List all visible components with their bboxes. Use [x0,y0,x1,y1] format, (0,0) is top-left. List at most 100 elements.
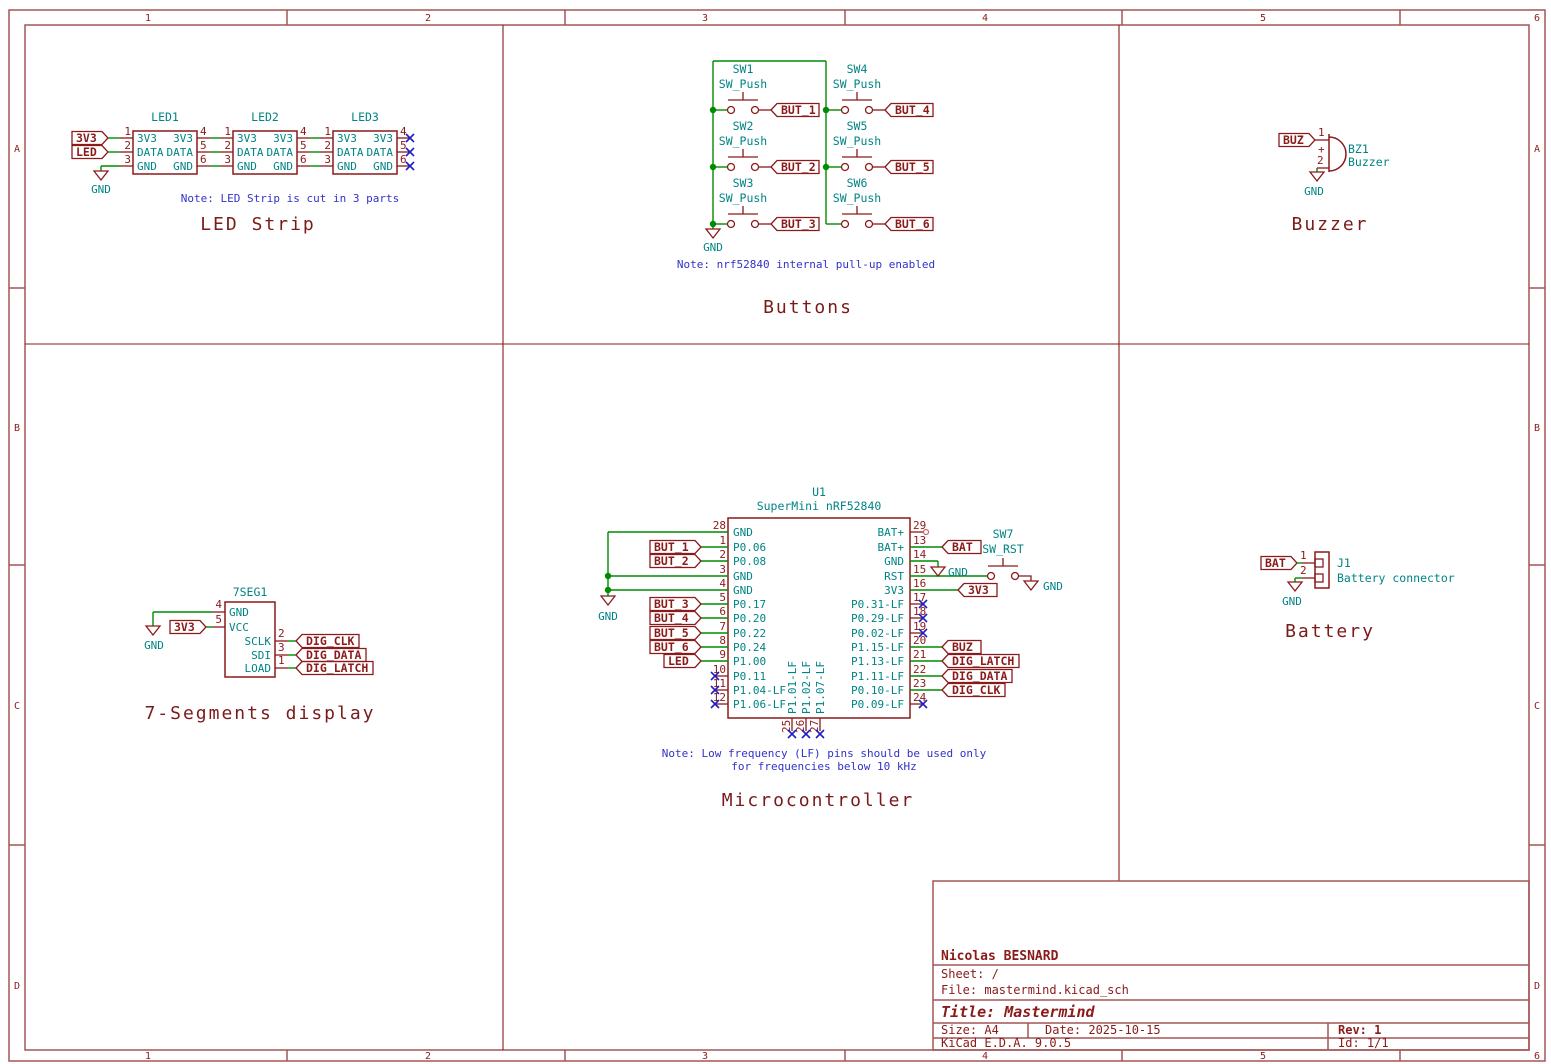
pin-name: P0.17 [733,598,766,611]
component-sw1[interactable]: SW1 SW_Push [719,62,771,115]
buzzer-title[interactable]: Buzzer [1291,214,1368,235]
mcu-note-line2[interactable]: for frequencies below 10 kHz [731,760,916,773]
global-label-text: BUT_6 [895,217,930,232]
button-rails[interactable] [712,60,841,229]
junction-dot [604,572,612,580]
titleblock-date: Date: 2025-10-15 [1045,1023,1161,1037]
global-label-but6[interactable]: BUT_6 [649,639,702,655]
component-j1[interactable]: 1 2 J1 Battery connector [1300,549,1455,589]
buttons-title[interactable]: Buttons [763,297,853,318]
pin-number: 14 [913,548,927,561]
pin-number: 15 [913,563,926,576]
global-label-text: 3V3 [76,131,97,145]
global-label-dig-data[interactable]: DIG_DATA [941,668,1013,684]
pin-number: 2 [224,139,231,152]
component-led2[interactable]: LED2 1 2 3 4 5 6 3V3 DATA GND 3V3 DATA G… [220,110,310,175]
led-wires[interactable] [100,137,320,171]
component-bz1[interactable]: 1 + 2 BZ1 Buzzer [1315,126,1390,172]
component-sw6[interactable]: SW6 SW_Push [833,176,885,229]
mcu-title[interactable]: Microcontroller [722,790,915,811]
battery-wires[interactable] [1294,562,1302,582]
gnd-symbol[interactable] [705,228,721,239]
global-label-text: DIG_LATCH [306,661,368,676]
7seg-title[interactable]: 7-Segments display [144,703,375,724]
component-sw4[interactable]: SW4 SW_Push [833,62,885,115]
global-label-buz[interactable]: BUZ [941,639,982,655]
titleblock-rev: Rev: 1 [1338,1023,1381,1037]
mcu-note-line1[interactable]: Note: Low frequency (LF) pins should be … [662,747,987,760]
pin-name: 3V3 [337,132,357,145]
frame-row-label: B [1534,423,1540,434]
global-label-but5[interactable]: BUT_5 [649,625,702,641]
pin-number: 24 [913,691,927,704]
global-label-bat[interactable]: BAT [1260,555,1298,571]
component-sw2[interactable]: SW2 SW_Push [719,119,771,172]
frame-col-label: 4 [982,1051,988,1062]
pin-number: 9 [719,648,726,661]
global-label-led[interactable]: LED [663,653,702,669]
global-label-bat[interactable]: BAT [941,539,982,555]
global-label-dig-latch[interactable]: DIG_LATCH [295,660,374,676]
pin-number: 18 [913,605,926,618]
pin-name: P1.04-LF [733,684,786,697]
global-label-dig-data[interactable]: DIG_DATA [295,647,367,663]
pin-number: 3 [278,641,285,654]
global-label-but2[interactable]: BUT_2 [770,159,820,175]
frame-row-label: C [1534,701,1540,712]
global-label-but6[interactable]: BUT_6 [884,216,934,232]
global-label-but2[interactable]: BUT_2 [649,553,702,569]
section-dividers[interactable] [25,25,1529,1050]
global-label-3v3[interactable]: 3V3 [169,619,207,635]
led-strip-title[interactable]: LED Strip [200,214,316,235]
global-label-buz[interactable]: BUZ [1278,132,1316,148]
gnd-symbol[interactable] [1309,171,1325,182]
frame-col-label: 2 [425,1051,431,1062]
global-label-but4[interactable]: BUT_4 [884,102,934,118]
global-label-but3[interactable]: BUT_3 [770,216,820,232]
global-label-but1[interactable]: BUT_1 [770,102,820,118]
global-label-but4[interactable]: BUT_4 [649,610,702,626]
component-sw5[interactable]: SW5 SW_Push [833,119,885,172]
pin-name: P1.01-LF [786,661,799,714]
component-7seg1[interactable]: 7SEG1 4 5 GND VCC 2 3 1 SCLK SDI LOAD [212,585,288,678]
7seg-wires[interactable] [152,611,296,669]
global-label-but3[interactable]: BUT_3 [649,596,702,612]
global-label-3v3[interactable]: 3V3 [957,582,998,598]
pin-number: 25 [780,720,793,733]
global-label-dig-latch[interactable]: DIG_LATCH [941,653,1020,669]
global-label-dig-clk[interactable]: DIG_CLK [941,682,1006,698]
mcu-left-wires[interactable] [607,531,728,662]
gnd-symbol[interactable] [1023,580,1039,591]
component-led3[interactable]: LED3 1 2 3 4 5 6 3V3 DATA GND 3V3 DATA G… [320,110,410,175]
value: SW_Push [719,191,767,205]
global-label-dig-clk[interactable]: DIG_CLK [295,633,360,649]
reference: U1 [812,485,826,499]
value: Battery connector [1337,571,1455,585]
pin-number: 1 [719,534,726,547]
frame-col-label: 6 [1534,13,1540,24]
pin-number: 12 [713,691,726,704]
led-strip-note[interactable]: Note: LED Strip is cut in 3 parts [181,192,400,205]
mcu-right-wires[interactable] [910,546,987,691]
global-label-but1[interactable]: BUT_1 [649,539,702,555]
global-label-led[interactable]: LED [71,144,109,160]
global-label-text: LED [76,145,97,159]
component-sw3[interactable]: SW3 SW_Push [719,176,771,229]
global-label-3v3[interactable]: 3V3 [71,130,109,146]
buttons-note[interactable]: Note: nrf52840 internal pull-up enabled [677,258,935,271]
component-sw7[interactable]: SW7 SW_RST [982,527,1032,581]
global-label-but5[interactable]: BUT_5 [884,159,934,175]
junction-dot [604,586,612,594]
gnd-symbol[interactable] [1287,581,1303,592]
frame-col-label: 6 [1534,1051,1540,1062]
gnd-symbol[interactable] [145,625,161,636]
gnd-symbol[interactable] [930,566,946,577]
gnd-symbol[interactable] [93,170,109,181]
pin-number: 5 [200,139,207,152]
gnd-symbol[interactable] [600,595,616,606]
component-led1[interactable]: LED1 1 2 3 4 5 6 3V3 DATA GND 3V3 DATA G… [120,110,210,175]
battery-title[interactable]: Battery [1285,621,1375,642]
component-u1[interactable]: U1 SuperMini nRF52840 GND P0.06 P0.08 GN… [713,485,930,733]
pin-number: 17 [913,591,926,604]
